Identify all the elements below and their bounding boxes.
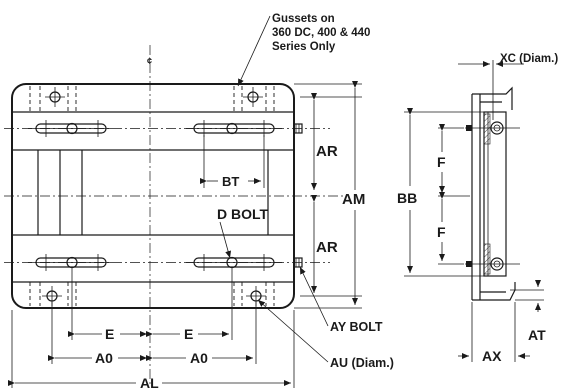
bb-label: BB: [397, 190, 417, 206]
d-bolt-callout: D BOLT: [217, 206, 269, 259]
side-view: F F BB XC (Diam.) AT AX: [397, 53, 558, 364]
section-hatch: [483, 243, 491, 275]
channel-bottom-flange: [472, 282, 516, 301]
gussets-note-line3: Series Only: [272, 41, 336, 53]
ao-left-label: A0: [95, 350, 113, 366]
section-hatch: [483, 113, 491, 145]
gussets-callout: Gussets on 360 DC, 400 & 440 Series Only: [237, 13, 370, 87]
gussets-note-line1: Gussets on: [272, 13, 335, 25]
side-bolt: [465, 121, 520, 135]
f-top-label: F: [437, 154, 446, 170]
mounting-hole: [243, 87, 263, 107]
ax-label: AX: [482, 348, 502, 364]
at-label: AT: [528, 327, 546, 343]
e-right-label: E: [184, 326, 193, 342]
centerline-symbol: ¢: [147, 56, 152, 66]
bt-dimension: BT: [200, 135, 265, 189]
bt-label: BT: [222, 174, 239, 189]
channel-top-flange: [472, 86, 513, 110]
ao-dimensions: A0 A0: [48, 302, 257, 366]
ao-right-label: A0: [190, 350, 208, 366]
al-dimension: AL: [8, 310, 295, 388]
ar-am-dimensions: AR AR AM: [294, 81, 365, 309]
ay-bolt-label: AY BOLT: [330, 320, 383, 334]
mounting-hole: [246, 286, 266, 306]
plan-view: ¢: [4, 45, 345, 384]
mounting-hole: [45, 87, 65, 107]
e-dimensions: E E: [68, 268, 233, 342]
xc-label: XC (Diam.): [500, 53, 558, 65]
ar-top-label: AR: [316, 143, 338, 160]
au-callout: AU (Diam.): [257, 299, 394, 370]
ar-bottom-label: AR: [316, 239, 338, 256]
e-left-label: E: [105, 326, 114, 342]
am-label: AM: [342, 191, 365, 208]
adjusting-rail: [483, 111, 507, 277]
side-bolt: [465, 257, 520, 271]
gussets-note-line2: 360 DC, 400 & 440: [272, 27, 370, 39]
al-label: AL: [140, 375, 159, 388]
ay-bolt-callout: AY BOLT: [299, 266, 383, 334]
f-bottom-label: F: [437, 224, 446, 240]
au-label: AU (Diam.): [330, 356, 394, 370]
d-bolt-label: D BOLT: [217, 206, 269, 222]
